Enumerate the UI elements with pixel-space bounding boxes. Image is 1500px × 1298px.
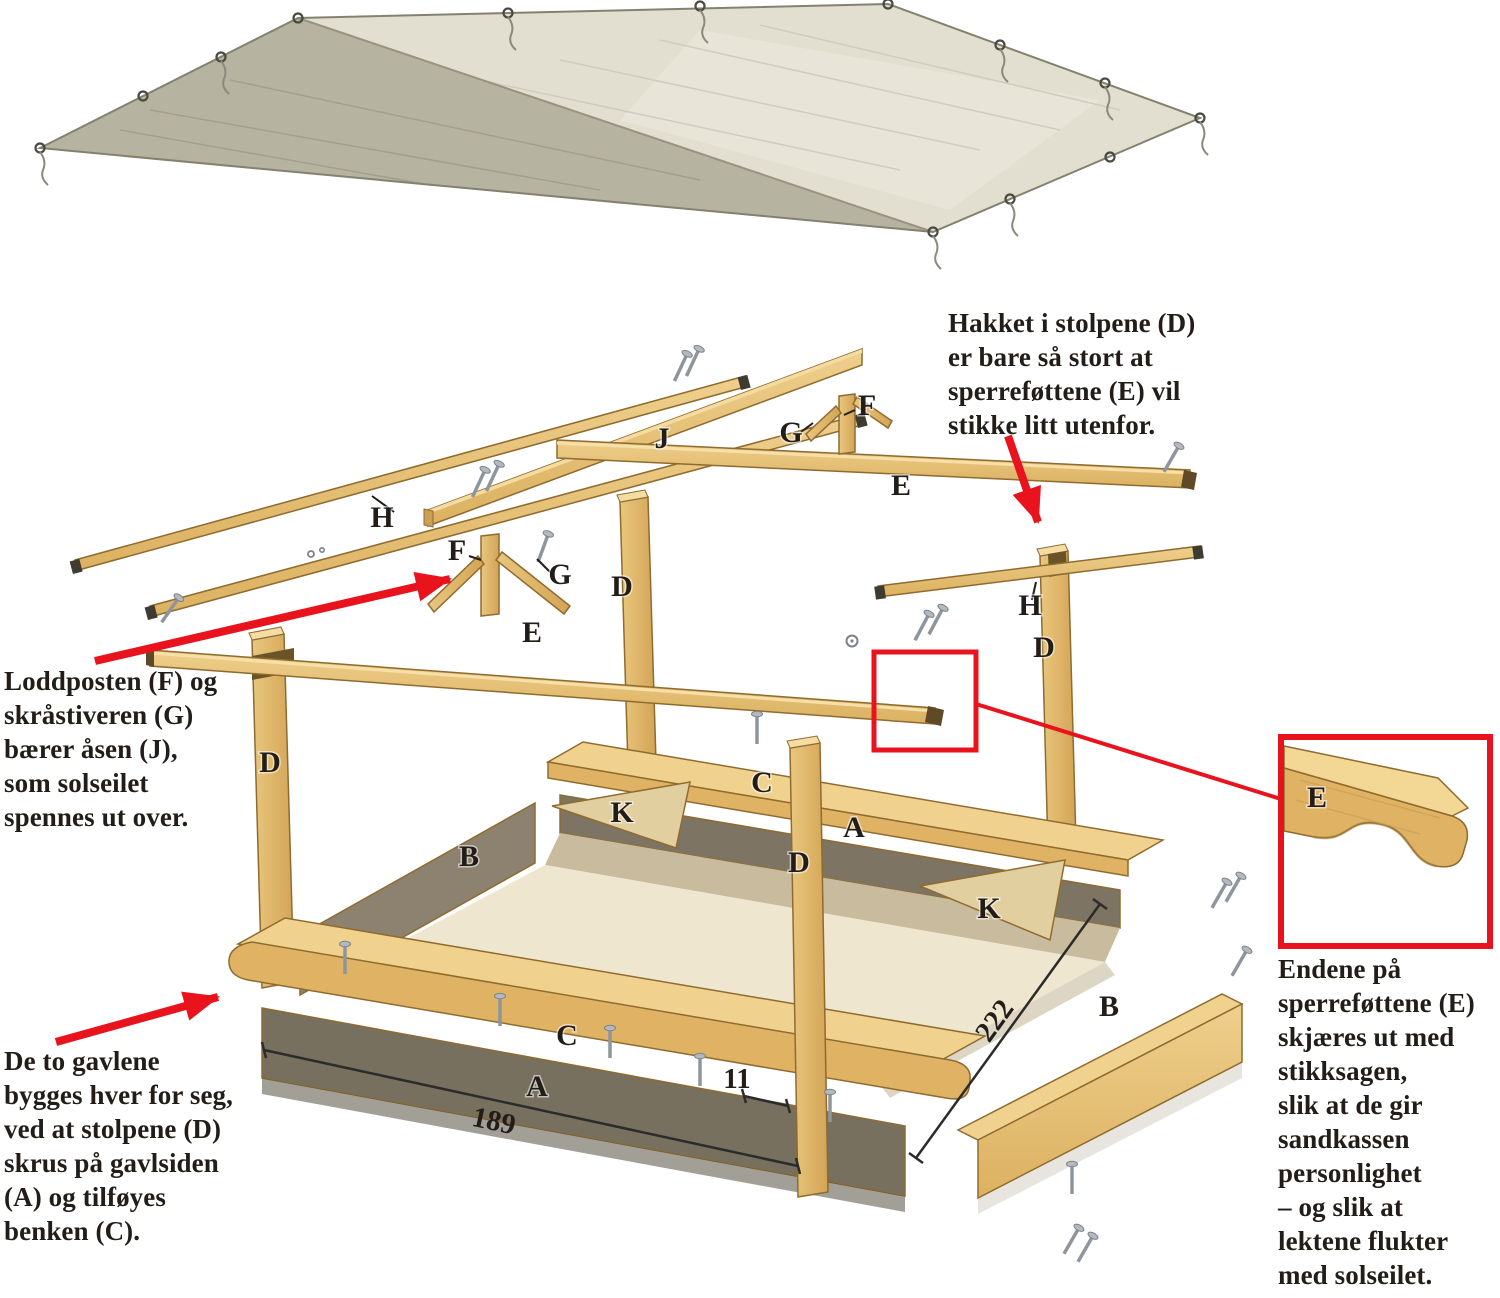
tarp-grommets-and-ties — [34, 0, 1210, 271]
label-post-front-left: D — [259, 746, 281, 779]
label-bench-back: C — [751, 766, 773, 799]
screws-and-nails — [155, 342, 1255, 1267]
label-ridge: J — [655, 422, 670, 455]
red-annotations — [54, 434, 1493, 1046]
posts — [146, 489, 1204, 989]
arrow-notch — [1004, 434, 1042, 524]
corner-plate-back-right — [917, 859, 1066, 942]
arrow-plumb-post — [94, 572, 452, 665]
dimension-lines — [260, 897, 1108, 1175]
label-post-back-right: D — [1033, 631, 1055, 664]
leader-lines — [371, 409, 1037, 601]
sandbox — [228, 735, 1244, 1214]
label-plumb-post-front: F — [448, 534, 466, 567]
brace-back-right — [852, 395, 893, 430]
label-plumb-post-back: F — [858, 389, 876, 422]
inner-wall-back — [545, 833, 1120, 962]
bench-front-face — [228, 941, 971, 1100]
plumb-post-front — [480, 533, 500, 617]
label-rafter-detail: E — [1307, 781, 1327, 814]
detail-connector-line — [975, 702, 1285, 802]
tarp-shaded-face — [40, 18, 933, 232]
label-corner-back-left: K — [610, 796, 634, 829]
note-notch-in-posts: Hakket i stolpene (D) er bare så stort a… — [948, 308, 1196, 441]
arrow-gable — [54, 991, 220, 1046]
post-back-left — [619, 496, 657, 768]
detail-rafter-end-drawing — [1283, 745, 1470, 868]
brace-back-left — [805, 404, 842, 443]
note-plumb-post-and-brace: Loddposten (F) og skråstiveren (G) bærer… — [4, 666, 218, 833]
label-rafter-front: E — [522, 616, 542, 649]
tarp-ridge-fold — [297, 17, 934, 233]
highlight-box — [871, 649, 979, 753]
detail-box-border — [1278, 734, 1493, 949]
post-back-right — [1039, 550, 1077, 849]
tarp-weave-texture — [479, 24, 1121, 171]
label-gable-front: A — [526, 1070, 548, 1103]
corner-plate-back-left — [551, 781, 691, 849]
dim-post-offset: 11 — [723, 1063, 750, 1095]
plumb-post-back — [838, 393, 856, 455]
note-rafter-ends: Endene på sperreføttene (E) skjæres ut m… — [1278, 954, 1475, 1291]
label-side-left: B — [459, 840, 479, 873]
label-brace-back: G — [779, 416, 802, 449]
sun-sail-tarp — [34, 0, 1210, 271]
note-gable-assembly: De to gavlene bygges hver for seg, ved a… — [4, 1046, 233, 1247]
label-side-right: B — [1099, 990, 1119, 1023]
side-board-right — [977, 1002, 1243, 1200]
label-gable-back: A — [843, 811, 865, 844]
bench-back-face — [547, 761, 1129, 877]
detail-callout — [1278, 734, 1493, 949]
ground-shadow-front — [262, 1078, 905, 1212]
label-bench-front: C — [556, 1019, 578, 1052]
roof-frame — [69, 347, 1197, 621]
label-post-back-left: D — [611, 570, 633, 603]
label-brace-front: G — [548, 558, 571, 591]
label-batten-left: H — [370, 501, 393, 534]
label-corner-back-right: K — [977, 892, 1001, 925]
label-batten-right: H — [1018, 589, 1041, 622]
label-rafter-back: E — [891, 469, 911, 502]
label-post-front-right: D — [788, 846, 810, 879]
brace-front-right — [494, 550, 572, 616]
